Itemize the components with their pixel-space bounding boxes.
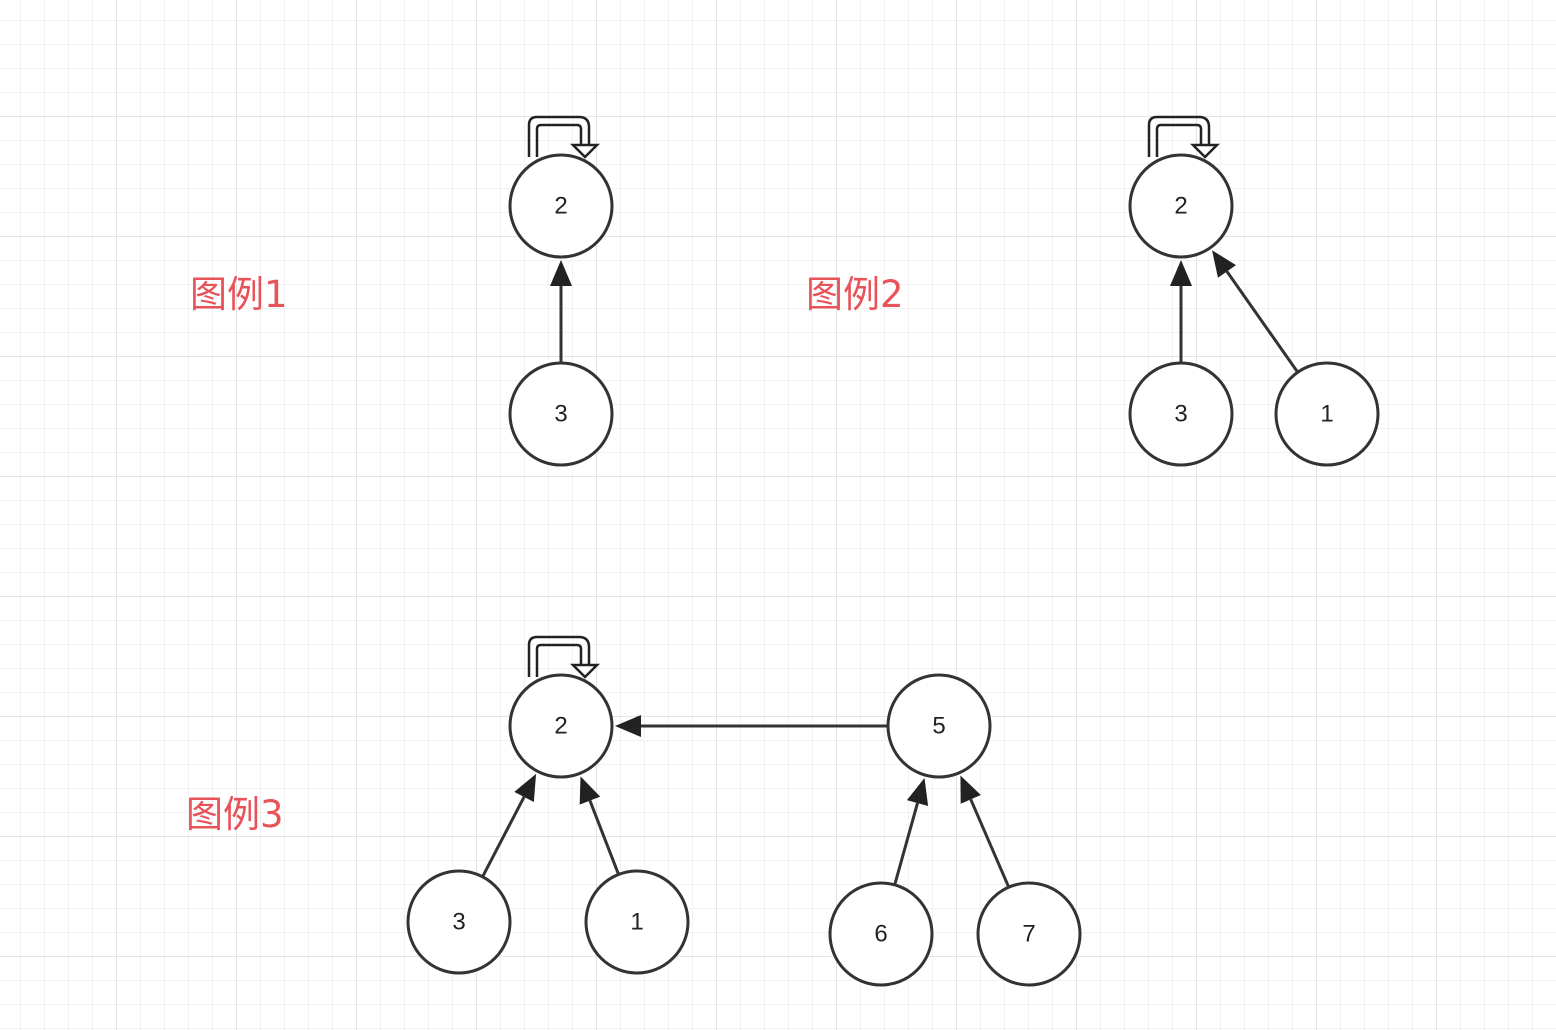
self-loop-arrowhead-2: [569, 143, 601, 159]
arrowhead-5-to-2: [615, 715, 641, 737]
self-loop-inner-2: [535, 123, 583, 157]
arrowhead-1-to-2: [579, 776, 601, 805]
legend-label-1: 图例1: [190, 273, 288, 316]
node-5: [886, 673, 992, 779]
node-label-6: 6: [874, 921, 887, 948]
node-2: [1128, 153, 1234, 259]
edge-3-to-2: [481, 796, 526, 878]
arrowhead-3-to-2: [514, 773, 537, 803]
arrowhead-6-to-5: [906, 778, 929, 807]
edge-1-to-2: [1225, 270, 1299, 374]
self-loop-2: [1147, 115, 1211, 157]
legend-label-3: 图例3: [186, 793, 284, 836]
node-label-3: 3: [1174, 401, 1187, 428]
self-loop-2: [527, 635, 591, 677]
node-label-5: 5: [932, 713, 945, 740]
node-label-1: 1: [630, 909, 643, 936]
node-2: [508, 153, 614, 259]
node-1: [584, 869, 690, 975]
node-7: [976, 881, 1082, 987]
edge-1-to-2: [588, 800, 620, 875]
edge-6-to-5: [893, 802, 919, 886]
self-loop-2: [527, 115, 591, 157]
arrowhead-7-to-5: [960, 775, 981, 804]
node-1: [1274, 361, 1380, 467]
node-label-2: 2: [1174, 193, 1187, 220]
self-loop-inner-2: [1155, 123, 1203, 157]
arrowhead-3-to-2: [1170, 260, 1192, 286]
self-loop-arrowhead-2: [1189, 143, 1221, 159]
edge-7-to-5: [969, 798, 1011, 888]
node-3: [406, 869, 512, 975]
node-label-1: 1: [1320, 401, 1333, 428]
node-2: [508, 673, 614, 779]
node-label-3: 3: [452, 909, 465, 936]
self-loop-inner-2: [535, 643, 583, 677]
legend-label-2: 图例2: [806, 273, 904, 316]
self-loop-arrowhead-2: [569, 663, 601, 679]
arrowhead-3-to-2: [550, 260, 572, 286]
node-3: [508, 361, 614, 467]
node-3: [1128, 361, 1234, 467]
node-6: [828, 881, 934, 987]
node-label-3: 3: [554, 401, 567, 428]
node-label-7: 7: [1022, 921, 1035, 948]
arrowhead-1-to-2: [1212, 250, 1236, 278]
node-label-2: 2: [554, 713, 567, 740]
node-label-2: 2: [554, 193, 567, 220]
